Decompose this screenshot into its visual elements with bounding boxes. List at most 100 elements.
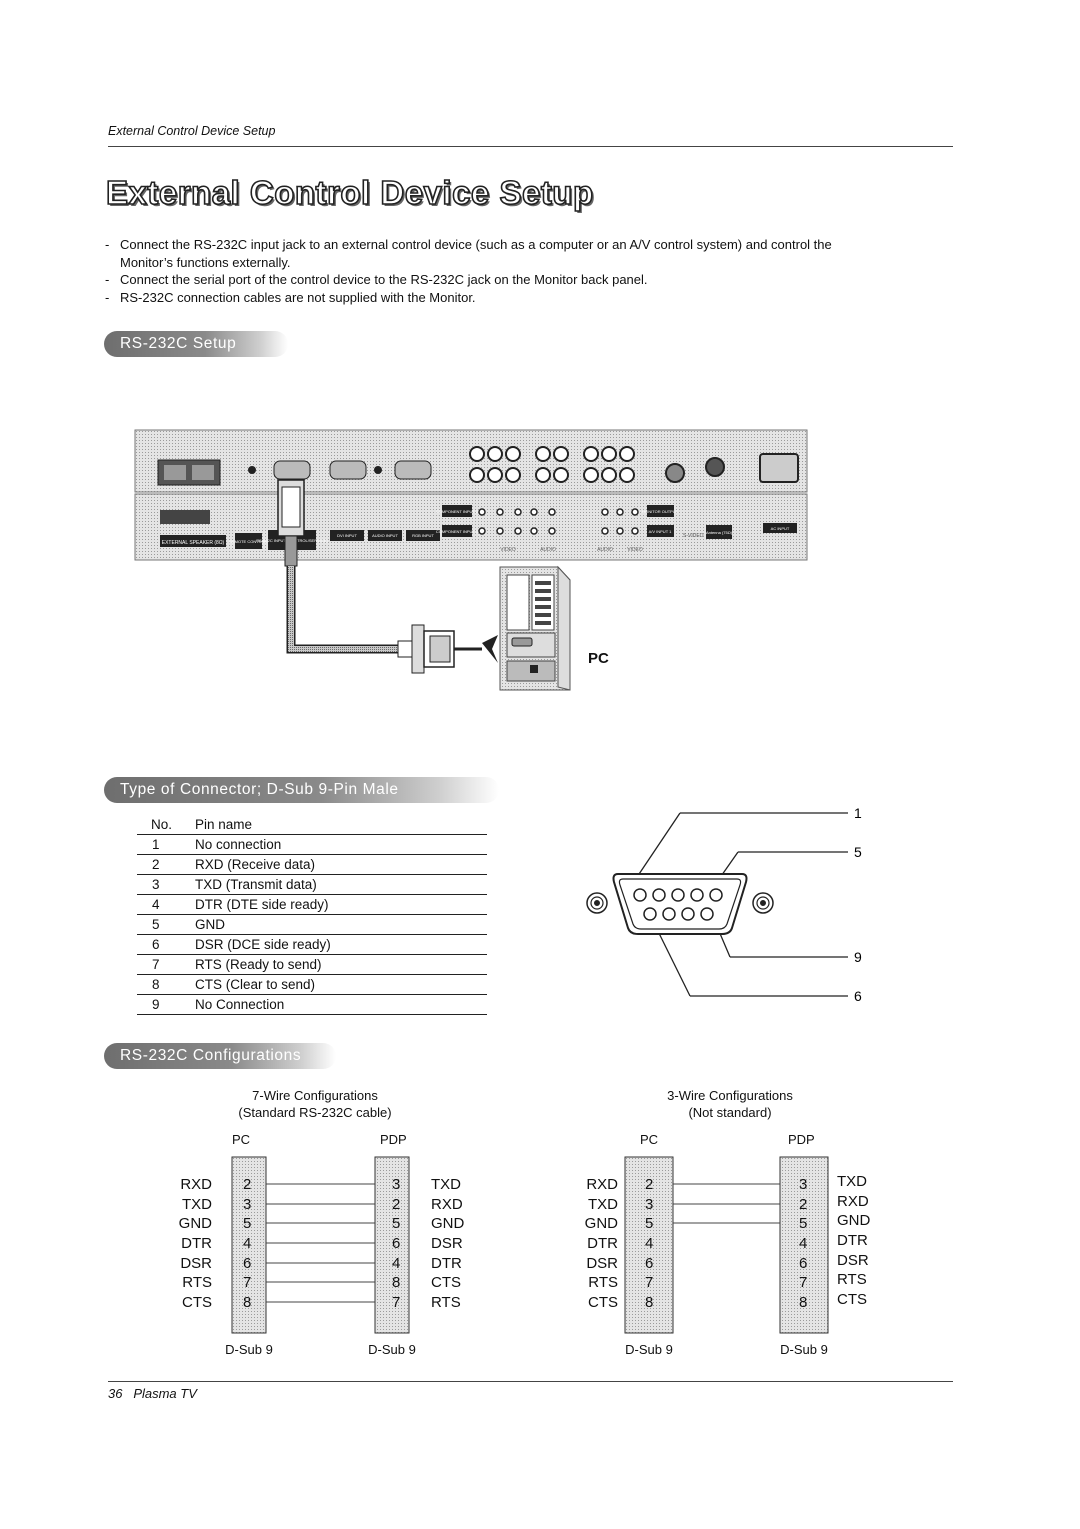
pin-number: 7 [243,1274,251,1291]
callout-6: 6 [854,988,862,1004]
signal-label: CTS [588,1294,618,1311]
signal-label: TXD [837,1173,867,1190]
signal-label: TXD [182,1196,212,1213]
config3-title-line1: 3-Wire Configurations [667,1088,793,1103]
pin-name: RTS (Ready to send) [195,954,487,975]
pin-number: 6 [243,1255,251,1272]
signal-label: RXD [431,1196,463,1213]
pin-no: 1 [137,834,195,855]
connector-caption: D-Sub 9 [225,1342,273,1357]
label-antenna: Antenna (75Ω) [706,530,733,535]
pin-number: 8 [645,1294,653,1311]
pin-number: 4 [243,1235,251,1252]
label-audio2: AUDIO [597,547,613,553]
signal-label: CTS [431,1274,461,1291]
label-video2: VIDEO [627,547,643,553]
callout-9: 9 [854,949,862,965]
signal-label: DTR [431,1255,462,1272]
bullet-item: Connect the RS-232C input jack to an ext… [105,236,865,271]
signal-label: DTR [837,1232,868,1249]
signal-label: RTS [837,1271,867,1288]
pin-name: CTS (Clear to send) [195,974,487,995]
label-rgb: RGB INPUT [412,533,434,538]
back-panel-diagram: EXTERNAL SPEAKER (8Ω) REMOTE CONTROL RS-… [134,429,808,691]
label-comp2: COMPONENT INPUT 2 [436,509,479,514]
signal-label: DTR [587,1235,618,1252]
config3-title-line2: (Not standard) [688,1105,772,1120]
label-comp1: COMPONENT INPUT 1 [436,529,479,534]
pin-number: 3 [645,1196,653,1213]
config3-wiring-diagram: RXD TXD GND DTR DSR RTS CTS 2 3 5 4 6 7 … [585,1156,871,1357]
pin-no: 4 [137,894,195,915]
pin-number: 6 [799,1255,807,1272]
config7-pc-label: PC [232,1132,251,1147]
footer-rule [108,1381,953,1382]
pin-number: 5 [645,1215,653,1232]
connector-caption: D-Sub 9 [625,1342,673,1357]
config7-wiring-diagram: RXD TXD GND DTR DSR RTS CTS 2 3 5 4 6 7 … [179,1156,465,1357]
config7-pdp-label: PDP [380,1132,407,1147]
connector-caption: D-Sub 9 [780,1342,828,1357]
signal-label: DSR [180,1255,212,1272]
signal-label: GND [585,1215,619,1232]
signal-label: RTS [588,1274,618,1291]
config7-title: 7-Wire Configurations (Standard RS-232C … [215,1087,415,1121]
header-rule [108,146,953,147]
pin-name: No Connection [195,994,487,1015]
table-header-row: No. Pin name [137,814,487,835]
signal-label: DSR [431,1235,463,1252]
signal-label: RTS [182,1274,212,1291]
label-audio-input: AUDIO INPUT [372,533,398,538]
running-header: External Control Device Setup [108,124,276,138]
label-audio: AUDIO [540,547,556,553]
callout-5: 5 [854,844,862,860]
pin-name: DTR (DTE side ready) [195,894,487,915]
label-video: VIDEO [500,547,516,553]
label-ext-speaker: EXTERNAL SPEAKER (8Ω) [162,540,225,546]
pin-no: 8 [137,974,195,995]
pin-name: RXD (Receive data) [195,854,487,875]
signal-label: GND [179,1215,213,1232]
signal-label: RXD [837,1193,869,1210]
section-header-connector: Type of Connector; D-Sub 9-Pin Male [104,777,499,803]
config7-title-line1: 7-Wire Configurations [252,1088,378,1103]
pin-number: 2 [243,1176,251,1193]
header-pin-name: Pin name [195,814,487,835]
bullet-item: Connect the serial port of the control d… [105,271,865,289]
pin-number: 3 [799,1176,807,1193]
signal-label: CTS [182,1294,212,1311]
page-title: External Control Device Setup [105,173,594,212]
label-dvi: DVI INPUT [337,533,357,538]
section-header-config: RS-232C Configurations [104,1043,336,1069]
pin-name: TXD (Transmit data) [195,874,487,895]
signal-label: DSR [837,1252,869,1269]
pin-number: 7 [645,1274,653,1291]
pin-no: 7 [137,954,195,975]
config7-title-line2: (Standard RS-232C cable) [238,1105,392,1120]
pin-no: 5 [137,914,195,935]
pin-number: 6 [392,1235,400,1252]
pin-number: 5 [392,1215,400,1232]
bullet-item: RS-232C connection cables are not suppli… [105,289,865,307]
pin-number: 6 [645,1255,653,1272]
pin-number: 2 [392,1196,400,1213]
label-av-input1: A/V INPUT 1 [649,529,673,534]
pin-no: 3 [137,874,195,895]
signal-label: DSR [586,1255,618,1272]
page-footer: 36 Plasma TV [108,1386,197,1401]
config3-pc-label: PC [640,1132,659,1147]
signal-label: GND [431,1215,465,1232]
signal-label: RXD [180,1176,212,1193]
pin-name: DSR (DCE side ready) [195,934,487,955]
label-monitor-out: MONITOR OUTPUT [642,509,679,514]
label-svideo: S-VIDEO [683,533,704,539]
section-header-setup: RS-232C Setup [104,331,288,357]
signal-label: TXD [431,1176,461,1193]
